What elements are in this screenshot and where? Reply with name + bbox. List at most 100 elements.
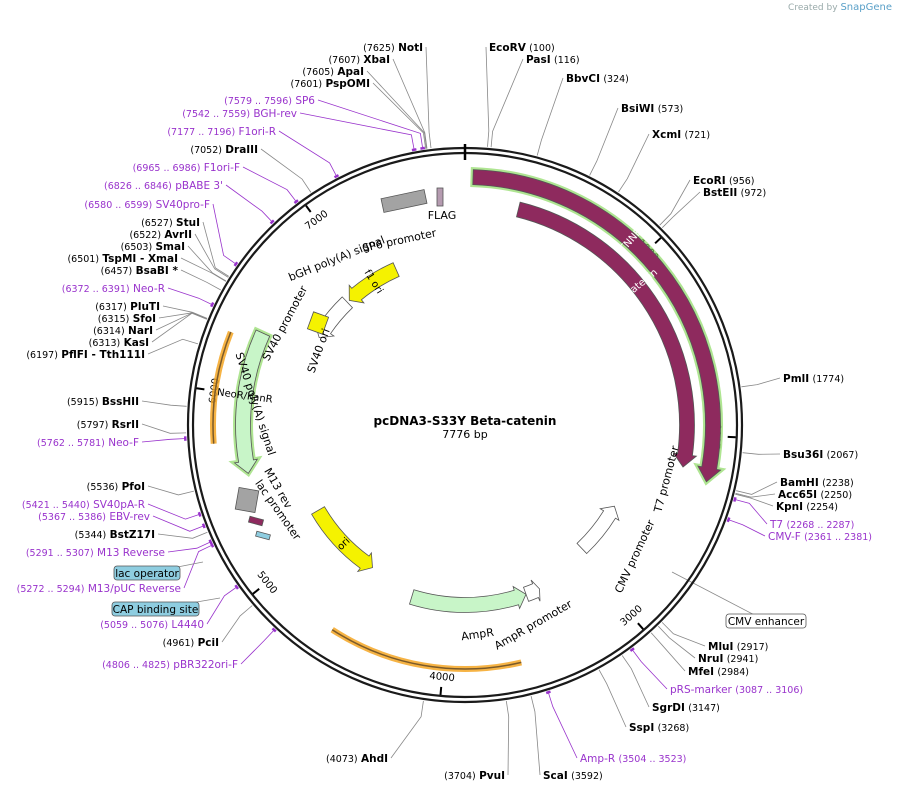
- enzyme-label[interactable]: (5797) RsrII: [77, 419, 139, 431]
- enzyme-label[interactable]: BsiWI (573): [621, 103, 683, 115]
- primer-label[interactable]: (7177 .. 7196) F1ori-R: [167, 126, 276, 138]
- site-name: KasI: [124, 337, 149, 349]
- enzyme-label[interactable]: EcoRV (100): [489, 42, 555, 54]
- primer-label[interactable]: CMV-F (2361 .. 2381): [768, 531, 872, 543]
- primer-label[interactable]: T7 (2268 .. 2287): [769, 519, 854, 531]
- feature-arrow-cmv-promoter[interactable]: [576, 505, 620, 555]
- primer-label[interactable]: (5421 .. 5440) SV40pA-R: [22, 499, 145, 511]
- enzyme-label[interactable]: (6313) KasI: [89, 337, 149, 349]
- primer-label[interactable]: (7542 .. 7559) BGH-rev: [182, 108, 297, 120]
- enzyme-label[interactable]: (6314) NarI: [93, 325, 153, 337]
- enzyme-label[interactable]: Acc65I (2250): [778, 489, 852, 501]
- backbone-ring: 1000200030004000500060007000: [186, 144, 744, 704]
- enzyme-label[interactable]: (5344) BstZ17I: [75, 529, 155, 541]
- primer-label[interactable]: (6580 .. 6599) SV40pro-F: [84, 199, 210, 211]
- enzyme-label[interactable]: (6503) SmaI: [121, 241, 185, 253]
- enzyme-label[interactable]: (6315) SfoI: [98, 313, 156, 325]
- leader-line: [278, 130, 338, 178]
- enzyme-label[interactable]: PasI (116): [526, 54, 580, 66]
- primer-label[interactable]: (6965 .. 6986) F1ori-F: [133, 162, 240, 174]
- primer-label[interactable]: (5272 .. 5294) M13/pUC Reverse: [17, 583, 181, 595]
- enzyme-label[interactable]: SgrDI (3147): [652, 702, 720, 714]
- enzyme-label[interactable]: (5536) PfoI: [87, 481, 145, 493]
- leader-line: [658, 625, 696, 659]
- primer-label[interactable]: Amp-R (3504 .. 3523): [580, 753, 686, 765]
- site-position: (6457): [101, 266, 133, 277]
- enzyme-label[interactable]: (6457) BsaBI *: [101, 265, 179, 277]
- enzyme-label[interactable]: KpnI (2254): [776, 501, 838, 513]
- site-position: (7579 .. 7596): [224, 96, 292, 107]
- enzyme-label[interactable]: ScaI (3592): [543, 770, 603, 782]
- enzyme-label[interactable]: PmlI (1774): [783, 373, 844, 385]
- enzyme-label[interactable]: (6317) PluTI: [95, 301, 160, 313]
- primer-label[interactable]: (5367 .. 5386) EBV-rev: [38, 511, 150, 523]
- feature-caption: FLAG: [428, 209, 457, 222]
- enzyme-label[interactable]: (7052) DraIII: [190, 144, 258, 156]
- site-name: Neo-F: [108, 437, 139, 449]
- enzyme-label[interactable]: MfeI (2984): [688, 666, 749, 678]
- primer-label[interactable]: (4806 .. 4825) pBR322ori-F: [102, 659, 238, 671]
- enzyme-label[interactable]: (7605) ApaI: [302, 66, 364, 78]
- boxed-feature-label-bg[interactable]: [725, 613, 807, 629]
- feature-arrow-ampr-promoter[interactable]: [522, 579, 541, 602]
- enzyme-label[interactable]: (6527) StuI: [141, 217, 200, 229]
- site-position: (2254): [806, 502, 838, 513]
- feature-arrow-beta-catenin[interactable]: [516, 201, 698, 468]
- sv40-ori-block[interactable]: [306, 311, 330, 335]
- enzyme-label[interactable]: (4073) AhdI: [326, 753, 388, 765]
- primer-label[interactable]: (6372 .. 6391) Neo-R: [62, 283, 165, 295]
- feature-arrow-ori[interactable]: [311, 506, 373, 573]
- primer-mark: [629, 647, 635, 652]
- site-position: (5367 .. 5386): [38, 512, 106, 523]
- leader-line: [662, 191, 701, 228]
- enzyme-label[interactable]: BbvCI (324): [566, 73, 629, 85]
- primer-label[interactable]: (5291 .. 5307) M13 Reverse: [26, 547, 165, 559]
- enzyme-label[interactable]: BstEII (972): [703, 187, 766, 199]
- feature-arrow-neor-kanr[interactable]: [233, 329, 271, 474]
- boxed-feature-label-bg[interactable]: [111, 601, 200, 617]
- enzyme-label[interactable]: XcmI (721): [652, 129, 710, 141]
- enzyme-label[interactable]: (7625) NotI: [363, 42, 423, 54]
- primer-label[interactable]: (7579 .. 7596) SP6: [224, 95, 315, 107]
- scale-tick: [439, 686, 443, 695]
- enzyme-label[interactable]: (6197) PflFI - Tth111I: [26, 349, 145, 361]
- enzyme-label[interactable]: MluI (2917): [708, 641, 768, 653]
- primer-label[interactable]: pRS-marker (3087 .. 3106): [670, 684, 803, 696]
- enzyme-label[interactable]: (5915) BssHII: [67, 396, 139, 408]
- site-name: M13/pUC Reverse: [88, 583, 181, 595]
- enzyme-label[interactable]: (3704) PvuI: [444, 770, 505, 782]
- primer-label[interactable]: (5059 .. 5076) L4440: [100, 619, 204, 631]
- enzyme-label[interactable]: (4961) PciI: [163, 637, 219, 649]
- primer-label[interactable]: (6826 .. 6846) pBABE 3': [104, 180, 223, 192]
- leader-line: [202, 221, 230, 277]
- feature-arrow-ampr[interactable]: [409, 585, 527, 613]
- feature-caption: SV40 promoter: [260, 283, 311, 363]
- bgh-polya-block[interactable]: [380, 189, 428, 213]
- enzyme-label[interactable]: SspI (3268): [629, 722, 689, 734]
- primer-label[interactable]: (5762 .. 5781) Neo-F: [37, 437, 139, 449]
- enzyme-label[interactable]: EcoRI (956): [693, 175, 755, 187]
- sv40-polya-block[interactable]: [234, 486, 260, 514]
- enzyme-label[interactable]: (7601) PspOMI: [291, 78, 371, 90]
- site-labels: (7625) NotI(7607) XbaI(7605) ApaI(7601) …: [17, 42, 872, 782]
- leader-line: [180, 257, 227, 282]
- enzyme-label[interactable]: (7607) XbaI: [328, 54, 390, 66]
- enzyme-label[interactable]: NruI (2941): [698, 653, 758, 665]
- feature-arrow-ctnnb1[interactable]: [472, 169, 722, 483]
- site-position: (6826 .. 6846): [104, 181, 172, 192]
- leader-line: [157, 531, 208, 539]
- leader-line: [392, 58, 428, 149]
- m13-rev-block[interactable]: [247, 515, 265, 527]
- enzyme-label[interactable]: Bsu36I (2067): [783, 449, 858, 461]
- flag-block[interactable]: [436, 187, 444, 207]
- boxed-feature-label-bg[interactable]: [113, 565, 181, 581]
- feature-arrow-f1-ori[interactable]: [348, 262, 400, 304]
- enzyme-label[interactable]: BamHI (2238): [780, 477, 854, 489]
- enzyme-label[interactable]: (6501) TspMI - XmaI: [67, 253, 178, 265]
- site-name: SV40pro-F: [156, 199, 210, 211]
- site-position: (7607): [328, 55, 360, 66]
- lac-operator-block[interactable]: [255, 530, 271, 541]
- leader-line: [147, 485, 194, 496]
- enzyme-label[interactable]: (6522) AvrII: [129, 229, 192, 241]
